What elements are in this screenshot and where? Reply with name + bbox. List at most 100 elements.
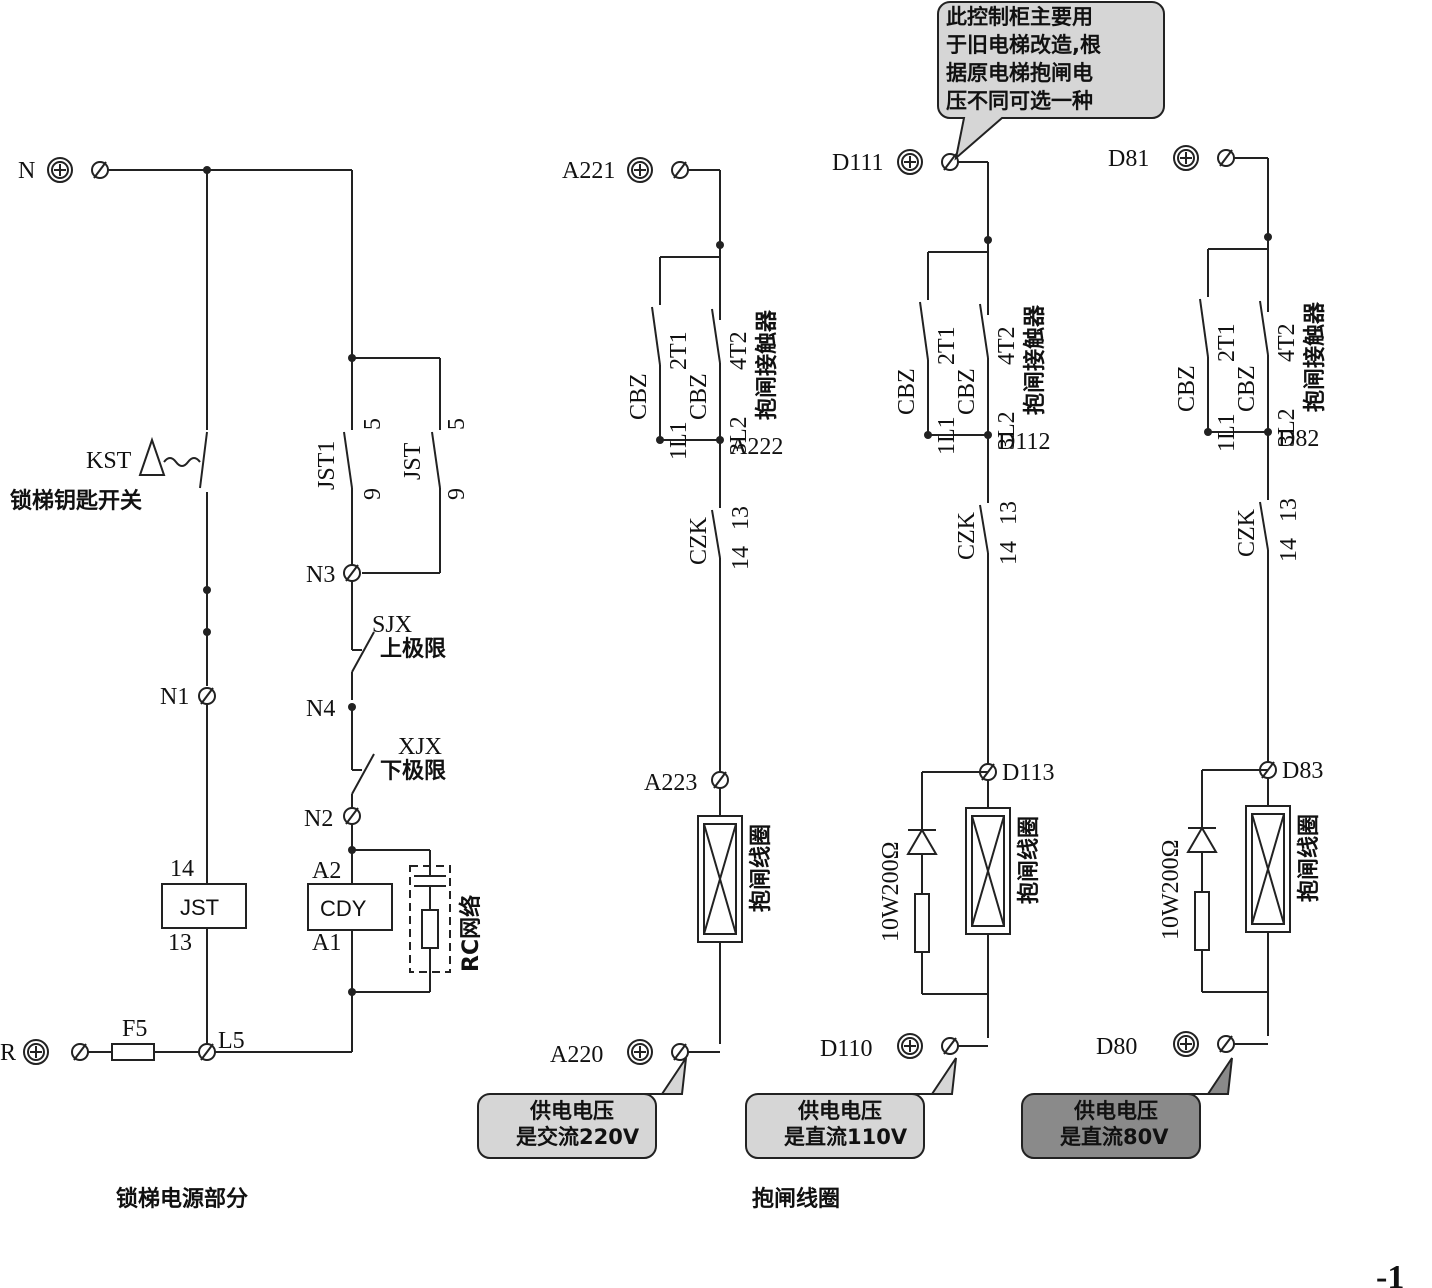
note-line-2: 于旧电梯改造,根	[946, 33, 1101, 57]
n3-label: N3	[306, 562, 335, 588]
coil-desc: 抱闸线圈	[748, 824, 774, 912]
top-terminal-label: D111	[832, 150, 884, 176]
fuse-label: F5	[122, 1016, 147, 1042]
coil-desc: 抱闸线圈	[1296, 814, 1322, 902]
freewheel-diode	[1186, 826, 1218, 853]
rc-label: RC网络	[458, 895, 484, 972]
page-number: -1	[1376, 1259, 1404, 1288]
terminal-r-label: R	[0, 1040, 16, 1066]
pin-14: 14	[1276, 538, 1302, 562]
pin-9a: 9	[360, 488, 386, 500]
terminal-n-symbol	[47, 157, 109, 183]
mid-node-label: D112	[998, 429, 1050, 455]
supply-line-2: 是交流220V	[516, 1125, 640, 1149]
xjx-limit-switch	[351, 752, 375, 795]
bottom-terminal-label: A220	[550, 1042, 603, 1068]
czk-label: CZK	[1234, 508, 1260, 557]
jst1-label: JST1	[314, 441, 340, 490]
supply-line-1: 供电电压	[797, 1099, 882, 1123]
n1-label: N1	[160, 684, 189, 710]
xjx-desc: 下极限	[380, 759, 446, 784]
supply-line-2: 是直流80V	[1060, 1125, 1169, 1149]
pin-1l1: 1L1	[666, 421, 692, 460]
note-line-1: 此控制柜主要用	[946, 5, 1093, 29]
terminal-symbol	[1173, 145, 1235, 171]
brake-coil	[1245, 805, 1291, 933]
jst-coil	[161, 883, 247, 929]
resistor-label: 10W200Ω	[878, 842, 904, 943]
terminal-symbol	[897, 149, 959, 175]
supply-callout	[1021, 1057, 1233, 1159]
brake-section-title: 抱闸线圈	[752, 1186, 840, 1212]
bottom-terminal-label: D80	[1096, 1034, 1137, 1060]
cbz-label-a: CBZ	[626, 373, 652, 420]
brake-coil	[697, 815, 743, 943]
pin-4t2: 4T2	[1274, 323, 1300, 362]
pin-1l1: 1L1	[934, 416, 960, 455]
czk-label: CZK	[686, 516, 712, 565]
n4-label: N4	[306, 696, 335, 722]
xjx-label: XJX	[398, 734, 442, 760]
supply-line-1: 供电电压	[529, 1099, 614, 1123]
pin-4t2: 4T2	[994, 326, 1020, 365]
bottom-terminal-label: D110	[820, 1036, 872, 1062]
pin-13: 13	[1276, 498, 1302, 522]
a2-label: A2	[312, 858, 341, 884]
coil-node-label: D113	[1002, 760, 1054, 786]
resistor	[914, 893, 930, 953]
cbz-label-b: CBZ	[686, 373, 712, 420]
pin-2t1: 2T1	[934, 326, 960, 365]
supply-callout	[477, 1057, 687, 1159]
supply-line-1: 供电电压	[1073, 1099, 1158, 1123]
cbz-label-b: CBZ	[954, 368, 980, 415]
pin-3l2: 3L2	[726, 416, 752, 455]
pin-3l2: 3L2	[1274, 408, 1300, 447]
brake-coil	[965, 807, 1011, 935]
pin-5a: 5	[360, 418, 386, 430]
terminal-symbol	[627, 1039, 689, 1065]
cbz-label-a: CBZ	[894, 368, 920, 415]
pin-3l2: 3L2	[994, 411, 1020, 450]
fuse-f5	[111, 1043, 155, 1061]
kst-switch	[199, 431, 208, 489]
power-section-title: 锁梯电源部分	[116, 1186, 248, 1212]
mid-node-label: D82	[1278, 426, 1319, 452]
terminal-symbol	[1173, 1031, 1235, 1057]
note-line-3: 据原电梯抱闸电	[946, 61, 1093, 85]
top-terminal-label: D81	[1108, 146, 1149, 172]
kst-label: KST	[86, 448, 132, 474]
key-switch-icon	[138, 436, 166, 476]
sjx-label: SJX	[372, 612, 412, 638]
a1-label: A1	[312, 930, 341, 956]
power-section: N KST 锁梯钥匙开关 N1 14 JST 13	[0, 157, 484, 1212]
l5-label: L5	[218, 1028, 245, 1054]
coil-node-label: D83	[1282, 758, 1323, 784]
rc-network	[409, 850, 451, 992]
resistor	[1194, 891, 1210, 951]
jst-coil-label: JST	[180, 895, 219, 920]
pin-2t1: 2T1	[1214, 323, 1240, 362]
note-line-4: 压不同可选一种	[946, 89, 1093, 113]
mid-node-label: A222	[730, 434, 783, 460]
sjx-desc: 上极限	[380, 637, 446, 662]
top-terminal-label: A221	[562, 158, 615, 184]
coil-node-label: A223	[644, 770, 697, 796]
pin-14: 14	[728, 546, 754, 570]
terminal-r-symbol	[23, 1039, 89, 1065]
terminal-symbol	[627, 157, 689, 183]
contactor-desc: 抱闸接触器	[1302, 301, 1328, 412]
n2-label: N2	[304, 806, 333, 832]
pin-4t2: 4T2	[726, 331, 752, 370]
jst-contact-label: JST	[400, 442, 426, 480]
cdy-label: CDY	[320, 896, 367, 921]
freewheel-diode	[906, 828, 938, 855]
jst1-contact	[343, 431, 353, 489]
pin-13: 13	[996, 501, 1022, 525]
pin-5b: 5	[444, 418, 470, 430]
brake-note-callout: 此控制柜主要用 于旧电梯改造,根 据原电梯抱闸电 压不同可选一种	[937, 1, 1165, 161]
contactor-desc: 抱闸接触器	[754, 309, 780, 420]
jst-pin-top: 14	[170, 856, 194, 882]
